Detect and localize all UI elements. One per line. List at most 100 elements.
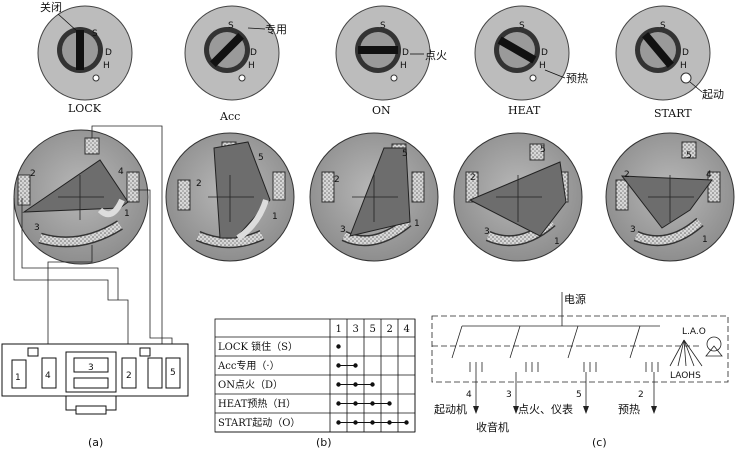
caption-a: (a) <box>88 436 103 449</box>
output-ignition-instruments: 点火、仪表 <box>518 402 573 416</box>
terminal-2: 2 <box>334 175 340 185</box>
terminal-label-2: 2 <box>638 390 644 400</box>
key-letter-h: H <box>539 61 546 71</box>
caption-c: (c) <box>592 436 607 449</box>
position-start: START <box>654 107 692 120</box>
contact-disc-heat: 5 2 3 1 <box>453 132 583 262</box>
terminal-label-5: 5 <box>576 390 582 400</box>
table-row-label: START起动（O） <box>218 417 300 429</box>
key-letter-h: H <box>103 61 110 71</box>
contact-disc-on: 5 2 3 1 <box>309 132 439 262</box>
table-connection-dot <box>353 420 358 425</box>
label-start: 起动 <box>702 88 724 101</box>
position-acc: Acc <box>219 110 240 123</box>
switch-circuit <box>431 292 729 408</box>
terminal-2: 2 <box>470 173 476 183</box>
label-special: 专用 <box>265 22 287 36</box>
terminal-label-4: 4 <box>466 390 472 400</box>
connector-pin-1: 1 <box>15 373 21 383</box>
terminal-label-3: 3 <box>506 390 512 400</box>
terminal-1: 1 <box>124 209 130 219</box>
table-connection-dot <box>353 363 358 368</box>
table-col-header: 1 <box>336 324 342 335</box>
terminal-5: 5 <box>540 145 546 155</box>
key-face-start: S D H <box>615 5 711 101</box>
wiring-lines <box>13 125 173 348</box>
terminal-2: 2 <box>30 169 36 179</box>
output-starter: 起动机 <box>434 402 467 416</box>
table-connection-dot <box>370 420 375 425</box>
terminal-1: 1 <box>414 219 420 229</box>
connector-pin-5: 5 <box>170 368 176 378</box>
table-row-label: HEAT预热（H） <box>218 397 296 410</box>
table-row-label: Acc专用（·） <box>217 359 280 372</box>
switch-positions-label-2: LAOHS <box>670 371 701 381</box>
key-letter-h: H <box>400 61 407 71</box>
key-letter-d: D <box>402 48 409 58</box>
contact-disc-lock: 2 4 3 1 <box>13 129 149 265</box>
table-connection-dot <box>370 382 375 387</box>
key-letter-d: D <box>250 48 257 58</box>
key-letter-s: S <box>228 21 234 31</box>
label-ignition: 点火 <box>425 49 447 62</box>
table-connection-dot <box>336 401 341 406</box>
key-letter-h: H <box>680 61 687 71</box>
terminal-1: 1 <box>554 237 560 247</box>
output-radio: 收音机 <box>476 420 509 434</box>
switch-positions-label: L.A.O <box>682 327 706 337</box>
table-connection-dot <box>353 401 358 406</box>
key-face-acc: S D H <box>184 5 280 101</box>
key-letter-s: S <box>92 29 98 39</box>
key-letter-s: S <box>519 21 525 31</box>
table-connection-dot <box>370 401 375 406</box>
position-lock: LOCK <box>68 102 102 115</box>
terminal-3: 3 <box>484 227 490 237</box>
terminal-2: 2 <box>624 170 630 180</box>
caption-b: (b) <box>316 436 332 449</box>
table-col-header: 4 <box>404 324 410 335</box>
connector-pin-2: 2 <box>126 371 132 381</box>
key-letter-d: D <box>541 48 548 58</box>
table-connection-dot <box>336 382 341 387</box>
terminal-3: 3 <box>630 225 636 235</box>
terminal-1: 1 <box>272 212 278 222</box>
terminal-5: 5 <box>686 151 692 161</box>
key-letter-s: S <box>660 21 666 31</box>
terminal-4: 4 <box>706 170 712 180</box>
terminal-3: 3 <box>340 225 346 235</box>
terminal-5: 5 <box>402 149 408 159</box>
terminal-1: 1 <box>702 235 708 245</box>
position-on: ON <box>372 104 391 117</box>
key-letter-h: H <box>248 61 255 71</box>
key-face-lock: S D H <box>37 5 133 101</box>
contact-disc-start: 5 2 4 3 1 <box>605 132 735 262</box>
connector-pin-4: 4 <box>45 371 51 381</box>
terminal-4: 4 <box>118 167 124 177</box>
output-preheat: 预热 <box>618 403 640 416</box>
key-letter-s: S <box>380 21 386 31</box>
key-face-on: S D H <box>335 5 431 101</box>
terminal-3: 3 <box>34 223 40 233</box>
table-col-header: 5 <box>370 324 376 335</box>
table-col-header: 3 <box>353 324 359 335</box>
table-connection-dot <box>336 420 341 425</box>
table-connection-dot <box>404 420 409 425</box>
table-col-header: 2 <box>387 324 393 335</box>
table-connection-dot <box>336 363 341 368</box>
table-connection-dot <box>387 420 392 425</box>
circuit-arrowheads <box>473 406 657 414</box>
key-face-heat: S D H <box>474 5 570 101</box>
connector-block: 1 4 3 2 5 <box>1 343 189 415</box>
table-connection-dot <box>387 401 392 406</box>
contact-disc-acc: 5 2 1 <box>165 132 295 262</box>
table-row-label: ON点火（D） <box>218 379 283 391</box>
table-frame <box>214 318 416 433</box>
connector-pin-3: 3 <box>88 363 94 373</box>
label-closed: 关闭 <box>40 0 62 14</box>
position-heat: HEAT <box>508 104 541 117</box>
terminal-5: 5 <box>258 153 264 163</box>
terminal-2: 2 <box>196 179 202 189</box>
table-row-label: LOCK 锁住（S） <box>218 340 298 353</box>
